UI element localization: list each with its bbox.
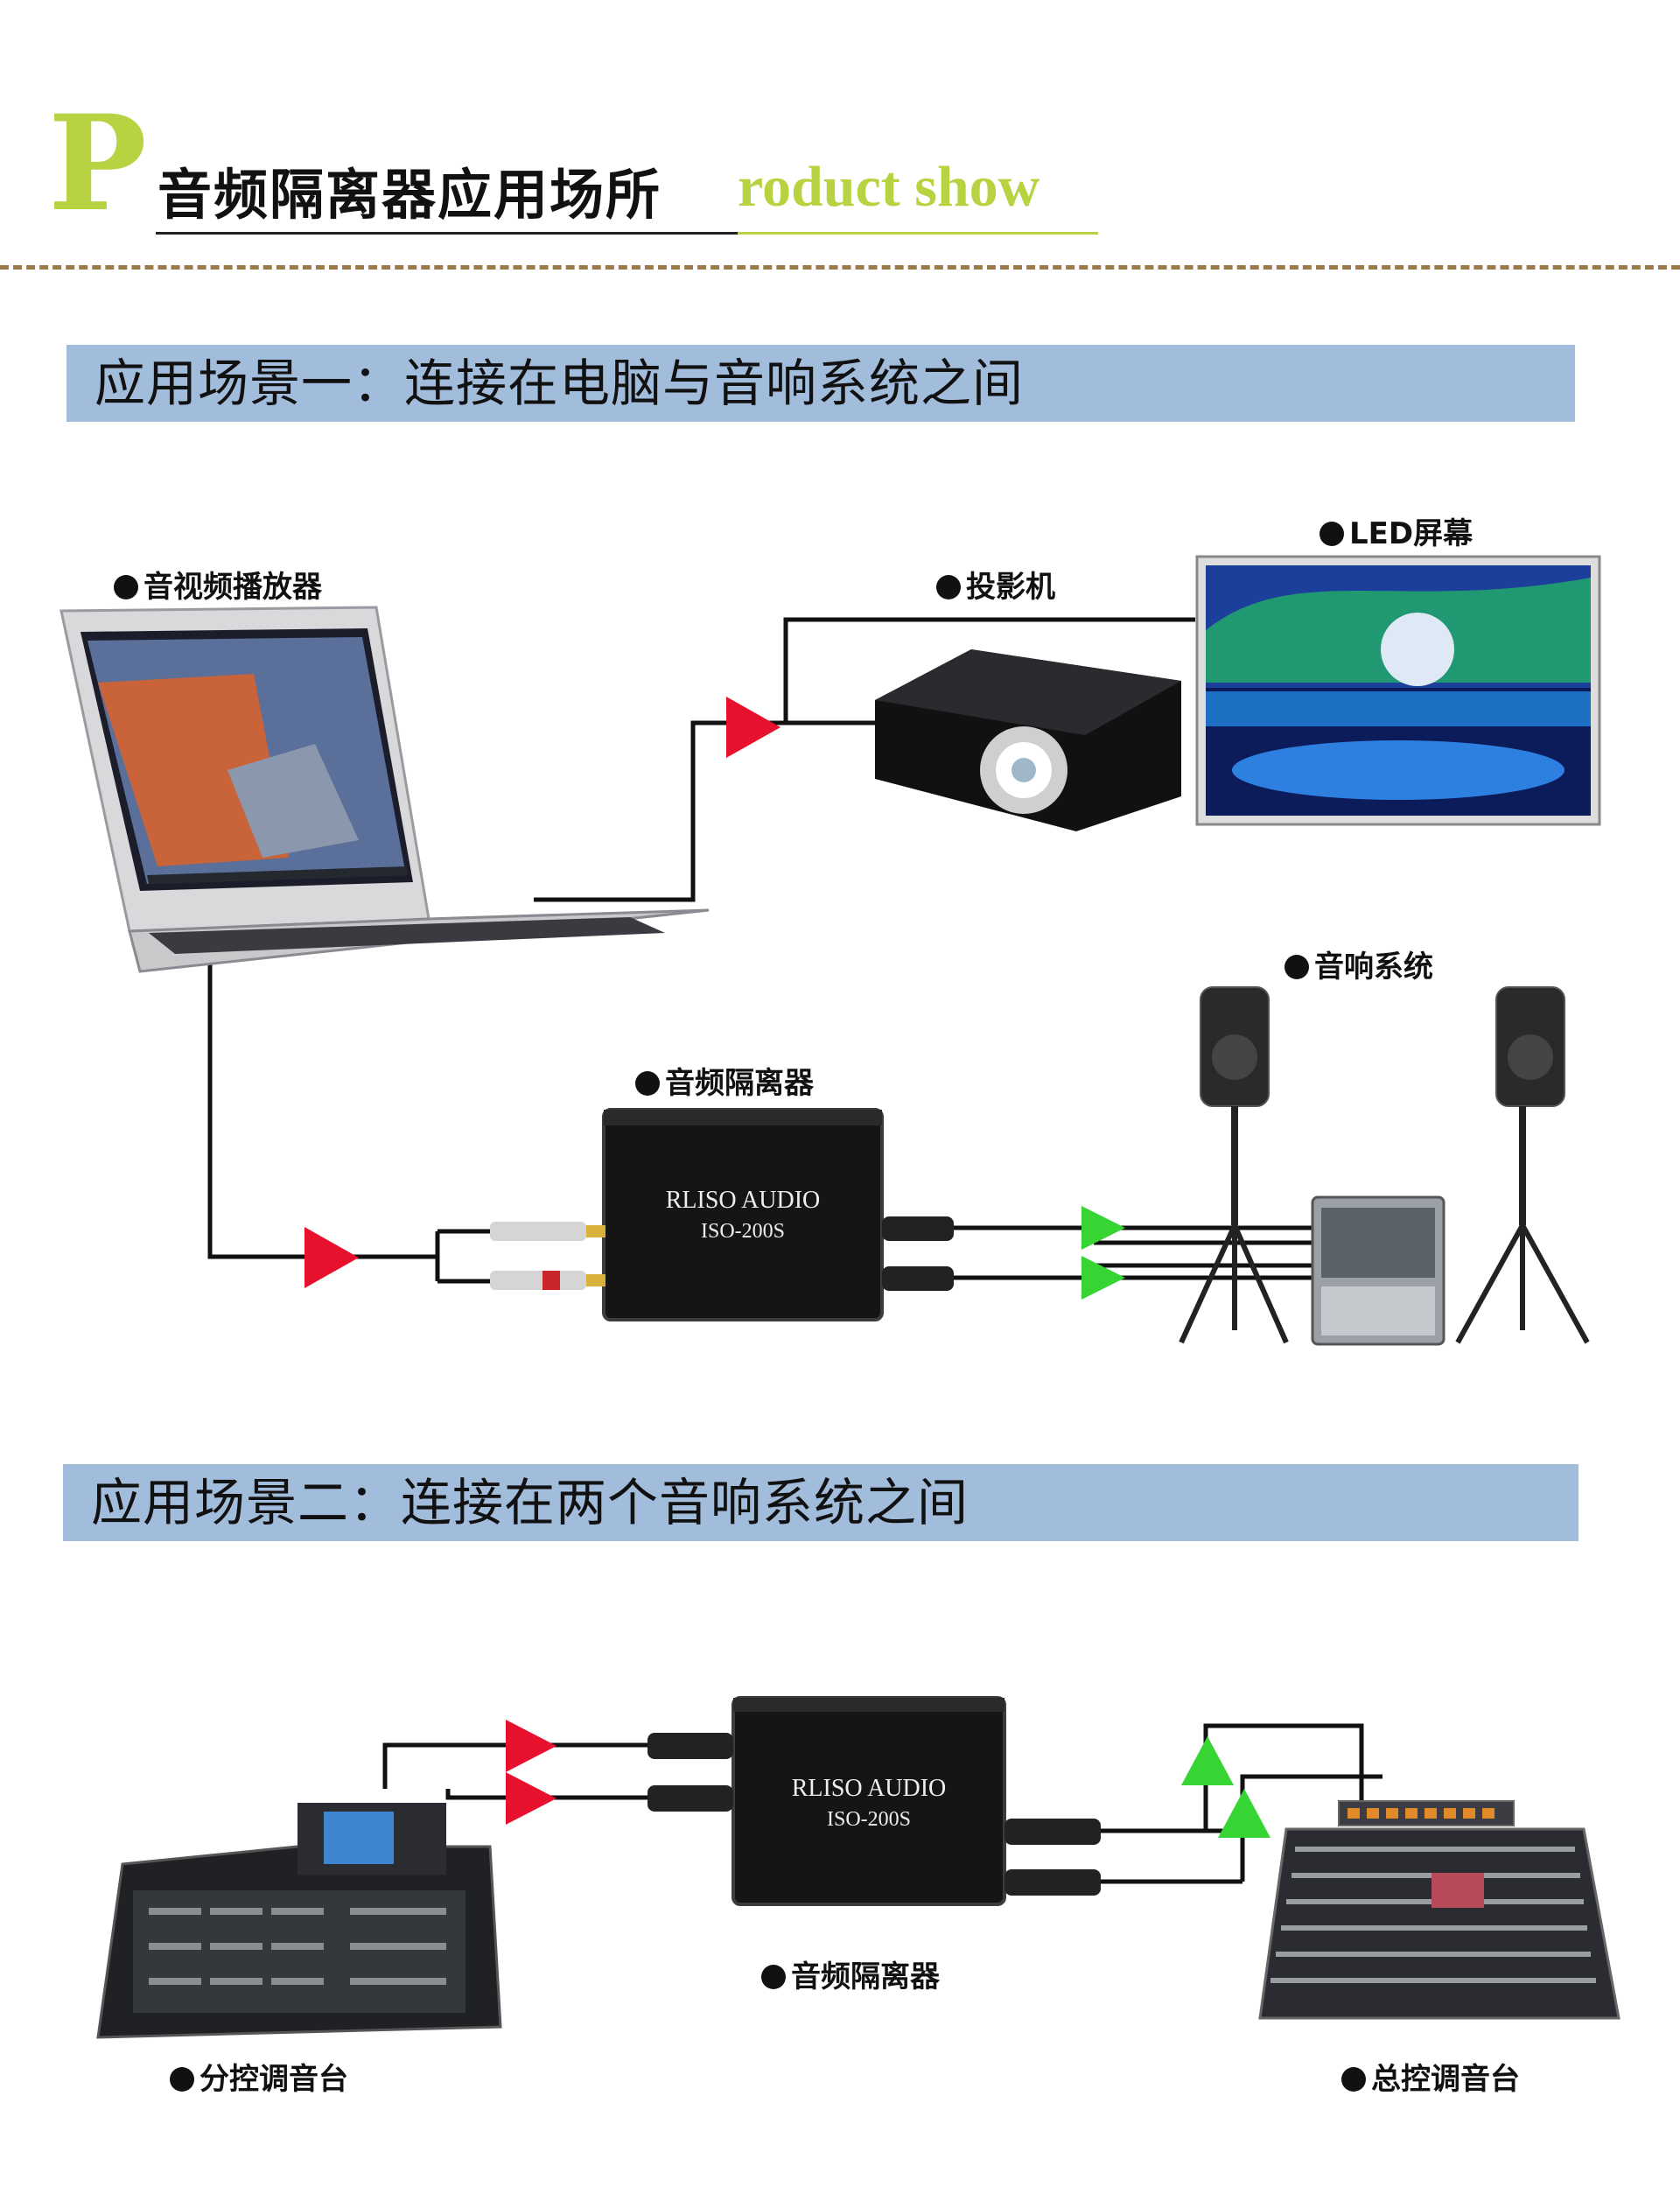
arrow-scene2-green-2 [1218,1789,1270,1838]
page-title: 音频隔离器应用场所 [158,163,662,227]
isolator-model-scene1: ISO-200S [701,1220,785,1243]
label-sub-console-text: 分控调音台 [200,2062,348,2097]
scene2-diagram: RLISO AUDIO ISO-200S [96,1696,1620,2039]
bullet-icon [1284,955,1309,979]
header-big-letter: P [48,87,147,241]
label-projector: 投影机 [936,563,1055,606]
isolator-brand-scene1: RLISO AUDIO [666,1187,821,1214]
bullet-icon [1341,2067,1366,2092]
led-screen-icon [1195,555,1601,826]
arrow-to-mixer-1 [1082,1206,1125,1250]
label-player-text: 音视频播放器 [144,570,322,605]
label-isolator-scene1: 音频隔离器 [635,1059,814,1102]
scene1-diagram: RLISO AUDIO ISO-200S [60,555,1601,1346]
speaker-left-icon [1179,986,1289,1344]
isolator-device-scene1: RLISO AUDIO ISO-200S [490,1108,954,1321]
label-player: 音视频播放器 [114,563,322,606]
header-divider [0,265,1680,270]
isolator-model-scene2: ISO-200S [827,1808,911,1831]
bullet-icon [936,575,961,599]
arrow-to-mixer-2 [1082,1256,1125,1300]
label-main-console: 总控调音台 [1341,2055,1520,2098]
bullet-icon [170,2067,194,2092]
label-speaker-text: 音响系统 [1314,950,1433,985]
laptop-icon [60,606,710,973]
label-projector-text: 投影机 [966,570,1055,605]
label-main-console-text: 总控调音台 [1371,2062,1520,2097]
scene1-cables [207,617,1312,1284]
small-mixer-icon [1311,1195,1446,1346]
label-speaker: 音响系统 [1284,943,1433,985]
bullet-icon [1320,522,1344,546]
arrow-scene2-red-2 [506,1772,556,1825]
scene1-heading-bar: 应用场景一：连接在电脑与音响系统之间 [66,345,1575,422]
bullet-icon [761,1965,786,1989]
sub-console-icon [96,1803,502,2039]
arrow-scene2-red-1 [506,1720,556,1772]
label-sub-console: 分控调音台 [170,2055,348,2098]
isolator-brand-scene2: RLISO AUDIO [792,1775,947,1802]
speaker-right-icon [1455,986,1590,1344]
arrow-to-isolator [304,1227,359,1288]
subtitle-underline [738,232,1098,235]
bullet-icon [114,575,138,599]
projector-icon [875,649,1181,831]
scene2-heading: 应用场景二：连接在两个音响系统之间 [91,1473,970,1532]
label-isolator-scene2-text: 音频隔离器 [791,1959,940,1994]
label-led-text: LED屏幕 [1349,516,1474,551]
scene1-heading: 应用场景一：连接在电脑与音响系统之间 [94,354,1025,413]
label-isolator-scene2: 音频隔离器 [761,1952,940,1995]
label-isolator-scene1-text: 音频隔离器 [665,1066,814,1101]
label-led: LED屏幕 [1320,509,1473,552]
bullet-icon [635,1071,660,1096]
isolator-device-scene2: RLISO AUDIO ISO-200S [648,1696,1101,1906]
scene2-heading-bar: 应用场景二：连接在两个音响系统之间 [63,1464,1578,1541]
title-underline [156,232,738,235]
main-console-icon [1258,1800,1620,2020]
arrow-scene2-green-1 [1181,1736,1234,1785]
page-subtitle: roduct show [738,155,1040,219]
arrow-to-projector [726,697,780,758]
